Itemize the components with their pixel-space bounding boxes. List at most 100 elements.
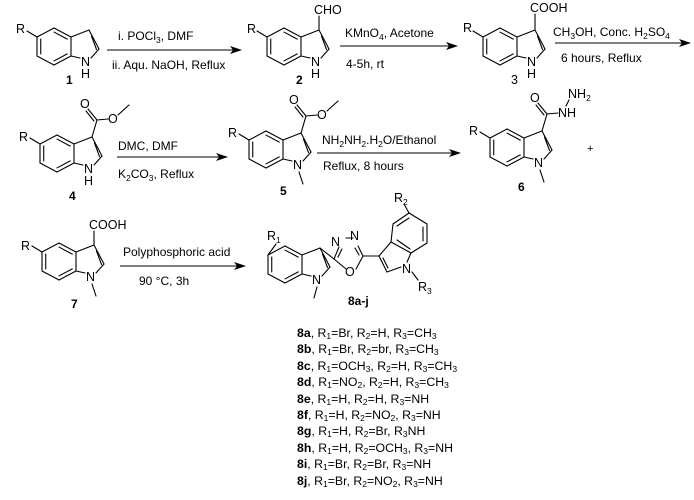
step-1-reagents: i. POCl3, DMF [118,29,193,45]
methyl-bond [326,100,339,112]
derivative-id: 8e [297,391,311,406]
benzene-double-bond [283,53,298,62]
pyrrole-bond [70,29,90,38]
derivative-id: 8c [297,358,311,373]
oxadiazole-bond [333,258,347,270]
benzene-bond [482,55,501,66]
pyrrole-bond [91,136,103,157]
oxadiazole-n2: N [350,229,359,243]
pyrrole-bond [406,252,412,263]
step-5-reagents: NH2NH2.H2O/Ethanol [322,133,436,149]
benzene-bond [506,128,525,139]
nitrogen-atom: N [402,262,411,276]
benzene-double-bond [58,246,73,255]
carbonyl-oxygen: O [80,97,90,111]
benzene-double-bond [53,53,68,62]
compound-6-label: 6 [518,180,525,194]
benzene-bond [267,273,286,284]
compound-3-label: 3 [511,73,518,87]
pyrrole-bond [378,255,388,273]
benzene-double-bond [499,53,514,62]
r3-group: R3 [418,280,432,296]
ester-o-bond [305,114,318,117]
compound-4-label: 4 [69,189,76,203]
carbonyl-double-bond [85,110,95,122]
r2-bond [403,203,410,214]
ester-oxygen: O [108,112,118,126]
oxadiazole-n1: N [331,235,340,249]
pyrrole-bond [321,266,331,277]
pyrrole-bond [93,244,105,265]
r-group: R [21,239,30,253]
benzene-double-bond [265,134,280,143]
derivative-id: 8h [297,440,312,455]
r-bond [26,30,38,38]
cooh-group: COOH [530,1,568,15]
derivative-id: 8a [297,326,311,340]
compound-1-label: 1 [66,73,73,87]
benzene-bond [36,27,55,38]
benzene-double-bond [506,154,521,163]
benzene-bond [56,162,75,173]
derivative-id: 8i [297,457,308,472]
benzene-bond [489,128,508,139]
pyrrole-bond [282,132,302,141]
nitrogen-atom: N [86,270,95,284]
benzene-bond [265,130,284,141]
pyrrole-bond [88,29,100,50]
benzene-bond [267,245,286,256]
derivative-id: 8g [297,424,312,439]
r3-bond [411,271,419,281]
pyrrole-bond [516,29,536,38]
pyrrole-bond [70,55,81,59]
pyrrole-double-bond [382,257,389,269]
pyrrole-bond [93,155,103,166]
nitrogen-atom: N [81,55,90,69]
ester-bond [300,115,307,134]
plus-sign: + [587,143,593,155]
oxadiazole-o: O [345,265,355,279]
hydrazide-nh: NH [558,106,576,120]
step-3-conditions: 6 hours, Reflux [561,51,642,65]
benzene-bond [499,55,518,66]
r-bond [29,137,41,145]
pyrrole-bond [541,130,553,151]
benzene-bond [36,55,55,66]
derivative-8c: 8c, R1=OCH3, R2=H, R3=CH3 [297,358,458,374]
ester-o-bond [96,118,109,121]
step-4-conditions: K2CO3, Reflux [118,167,194,183]
pyrrole-double-bond [302,138,310,154]
oxadiazole-bond [355,255,364,270]
step-2-reagents: KMnO4, Acetone [345,26,434,42]
nn-bond [565,99,570,107]
benzene-bond [283,27,302,38]
benzene-bond [408,212,428,225]
step-5-conditions: Reflux, 8 hours [323,159,404,173]
step-6-conditions: 90 °C, 3h [139,274,189,288]
pyrrole-bond [390,241,412,254]
carbonyl-double-bond [294,106,304,118]
amide-n-bond [546,112,559,115]
benzene-double-bond [283,31,298,40]
derivative-id: 8j [297,473,308,488]
r-bond [238,133,250,141]
benzene-bond [41,242,60,253]
step-2-conditions: 4-5h, rt [346,57,385,71]
r-group: R [228,126,237,140]
carbonyl-oxygen: O [530,91,540,105]
r-bond [31,245,43,253]
derivative-8j: 8j, R1=Br, R2=NO2, R3=NH [297,473,443,489]
hydrogen-atom: H [84,174,93,188]
r2-group: R2 [394,191,408,207]
pyrrole-bond [73,162,84,166]
benzene-bond [266,55,285,66]
benzene-bond [53,27,72,38]
derivative-8f: 8f, R1=H, R2=NO2, R3=NH [297,408,441,424]
pyrrole-bond [95,263,105,274]
nitrogen-atom: N [293,158,302,172]
nitrogen-atom: N [312,273,321,287]
